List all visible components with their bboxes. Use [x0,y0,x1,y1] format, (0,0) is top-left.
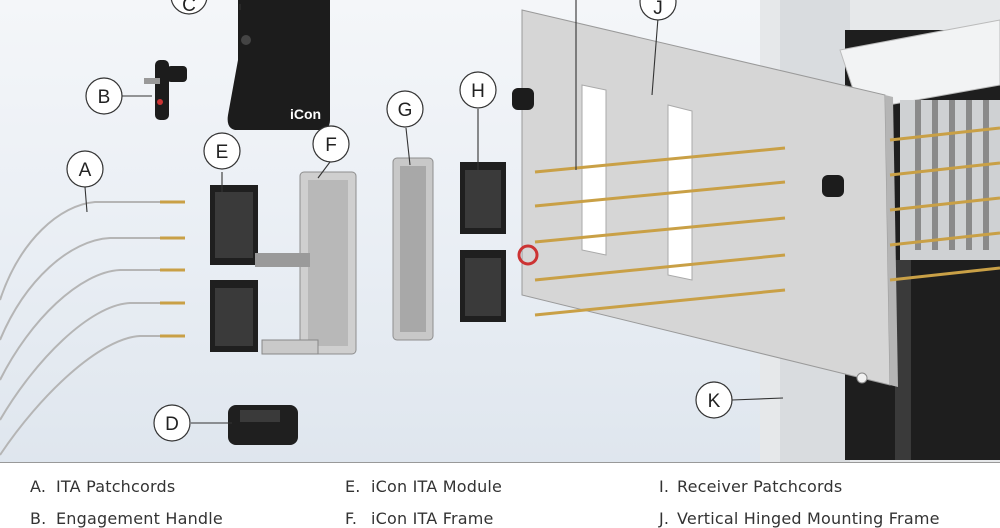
svg-text:J: J [653,0,663,19]
mounting-frame-part [517,9,898,387]
ita-frame-part [255,171,357,355]
diagram-illustration: iCon A B C D E F G [0,0,1000,462]
callout-h: H [459,71,497,109]
svg-text:K: K [708,391,721,412]
legend-item-b: B.Engagement Handle [30,509,223,528]
callout-k: K [695,381,733,419]
legend-item-e: E.iCon ITA Module [345,477,503,496]
svg-text:H: H [471,81,485,102]
legend-item-j: J.Vertical Hinged Mounting Frame [659,509,940,528]
callout-e: E [203,132,241,170]
parts-legend: A.ITA Patchcords B.Engagement Handle E.i… [0,462,1000,528]
part-g [392,157,434,341]
callout-g: G [386,90,424,128]
callout-j: J [639,0,677,21]
part-d [228,405,298,445]
callout-a: A [66,150,104,188]
callout-c: C [170,0,208,16]
receiver-patchcords [534,126,1000,317]
svg-text:E: E [216,142,229,163]
icon-logo-text: iCon [290,106,321,122]
svg-text:D: D [165,414,179,435]
housing-part-c [227,0,330,130]
legend-item-a: A.ITA Patchcords [30,477,176,496]
svg-text:A: A [79,160,92,181]
callout-f: F [312,125,350,163]
legend-item-i: I.Receiver Patchcords [659,477,843,496]
callout-b: B [85,77,123,115]
ita-module-part [210,185,258,352]
svg-text:B: B [98,87,111,108]
engagement-handle-part [144,60,187,120]
callout-d: D [153,404,191,442]
svg-text:F: F [325,135,337,156]
exploded-diagram: iCon A B C D E F G [0,0,1000,462]
ita-patchcords [0,201,185,456]
svg-text:C: C [182,0,196,16]
frame-knobs [512,88,844,197]
svg-text:G: G [398,100,413,121]
patchcord-tips [160,200,185,338]
legend-item-f: F.iCon ITA Frame [345,509,494,528]
leader-lines [84,0,784,424]
part-h [460,162,506,322]
